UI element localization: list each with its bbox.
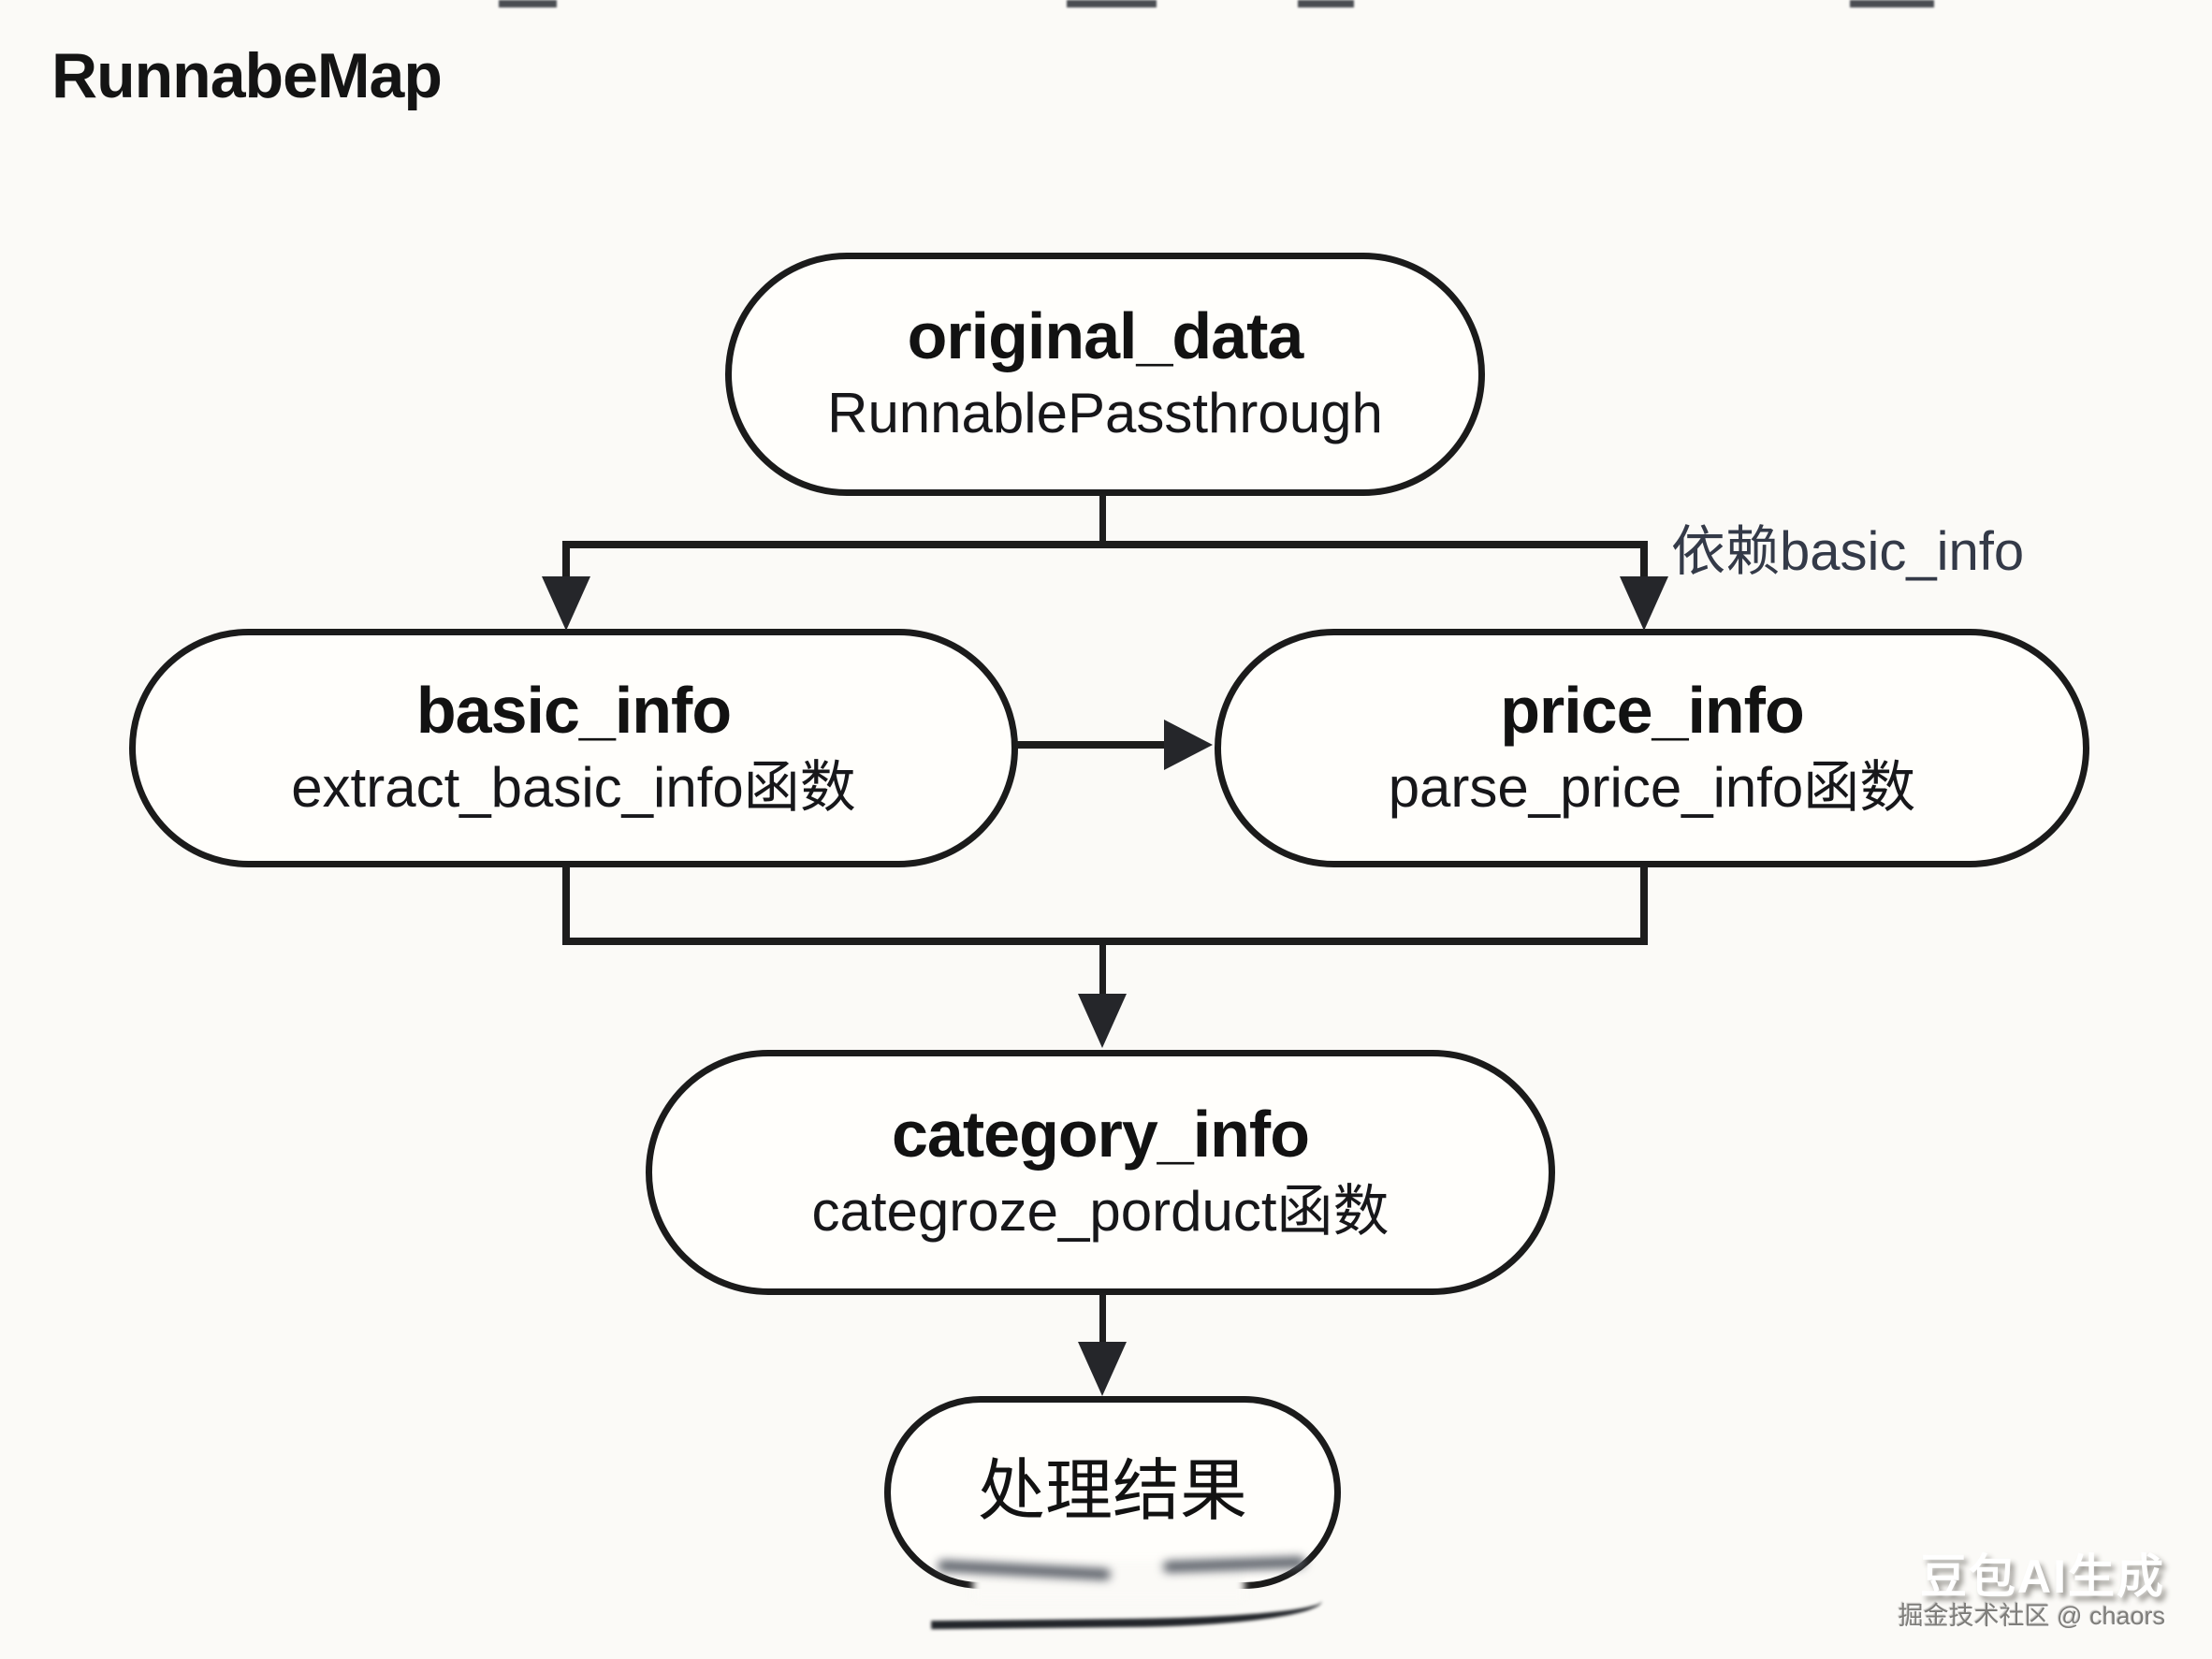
node-original-data-title: original_data <box>907 299 1304 372</box>
top-edge-artifact <box>499 0 557 7</box>
dependency-annotation: 依赖basic_info <box>1671 521 2025 582</box>
watermark-generator: 豆包AI生成 <box>1920 1550 2165 1603</box>
watermark-community: 掘金技术社区 @ chaors <box>1898 1602 2165 1630</box>
top-edge-artifact <box>1850 0 1934 7</box>
top-edge-artifact <box>1298 0 1354 7</box>
edge-to-price-info <box>1640 541 1648 583</box>
top-edge-artifact <box>1067 0 1157 7</box>
node-category-info: category_info categroze_porduct函数 <box>646 1050 1555 1295</box>
node-category-info-subtitle: categroze_porduct函数 <box>811 1180 1390 1243</box>
edge-to-result <box>1099 1293 1106 1346</box>
page-title: RunnabeMap <box>51 40 443 111</box>
node-original-data-subtitle: RunnablePassthrough <box>827 382 1383 444</box>
node-price-info: price_info parse_price_info函数 <box>1215 629 2089 867</box>
arrowhead-to-price-info <box>1620 576 1668 631</box>
edge-price-info-down <box>1640 866 1648 945</box>
edge-to-basic-info <box>562 541 570 583</box>
arrowhead-to-basic-info <box>542 576 590 631</box>
edge-basic-info-down <box>562 866 570 945</box>
node-category-info-title: category_info <box>892 1098 1310 1171</box>
edge-original-data-stem <box>1099 494 1106 546</box>
arrowhead-to-result <box>1078 1342 1127 1396</box>
arrowhead-to-category-info <box>1078 994 1127 1048</box>
node-basic-info-title: basic_info <box>415 673 732 747</box>
node-basic-info-subtitle: extract_basic_info函数 <box>291 755 856 819</box>
node-price-info-title: price_info <box>1500 673 1805 747</box>
edge-distributor <box>562 541 1648 548</box>
edge-to-category-info <box>1099 938 1106 996</box>
node-original-data: original_data RunnablePassthrough <box>725 253 1485 496</box>
swoosh-artifact <box>930 1588 1323 1630</box>
node-result-title: 处理结果 <box>977 1454 1247 1530</box>
edge-basic-to-price <box>1016 741 1166 749</box>
node-result: 处理结果 <box>884 1396 1341 1589</box>
watermark: 豆包AI生成 掘金技术社区 @ chaors <box>1899 1553 2165 1629</box>
node-price-info-subtitle: parse_price_info函数 <box>1388 755 1916 819</box>
arrowhead-basic-to-price <box>1164 720 1213 770</box>
node-basic-info: basic_info extract_basic_info函数 <box>129 629 1018 867</box>
